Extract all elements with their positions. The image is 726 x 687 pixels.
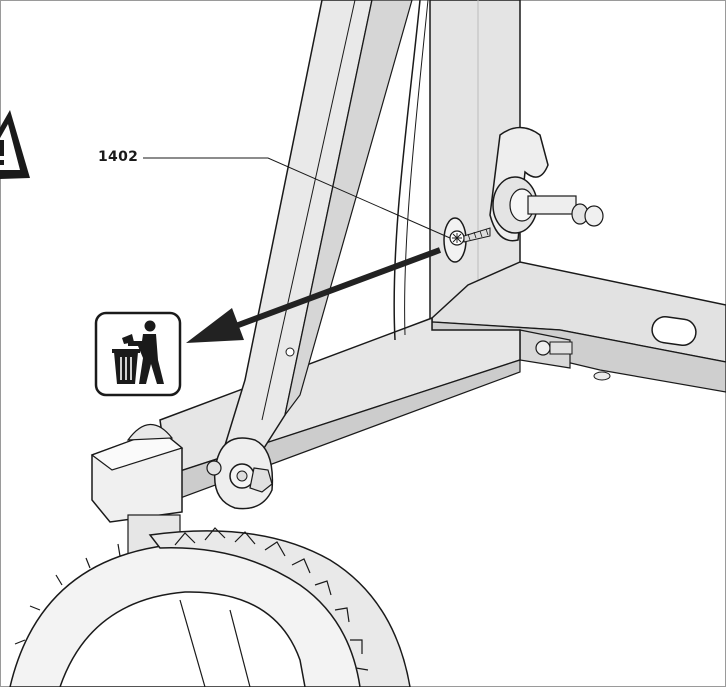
warning-triangle-icon xyxy=(0,110,30,179)
phillips-head xyxy=(452,233,462,243)
callout-label-1402: 1402 xyxy=(98,149,139,165)
removal-arrow xyxy=(186,247,442,343)
callout-leader-line xyxy=(143,157,451,239)
diagonal-arm xyxy=(206,0,429,510)
latch-assembly xyxy=(489,126,604,242)
trash-bin-dispose-icon xyxy=(94,311,182,397)
screw-1402 xyxy=(443,217,491,263)
caster-wheel xyxy=(9,527,411,687)
